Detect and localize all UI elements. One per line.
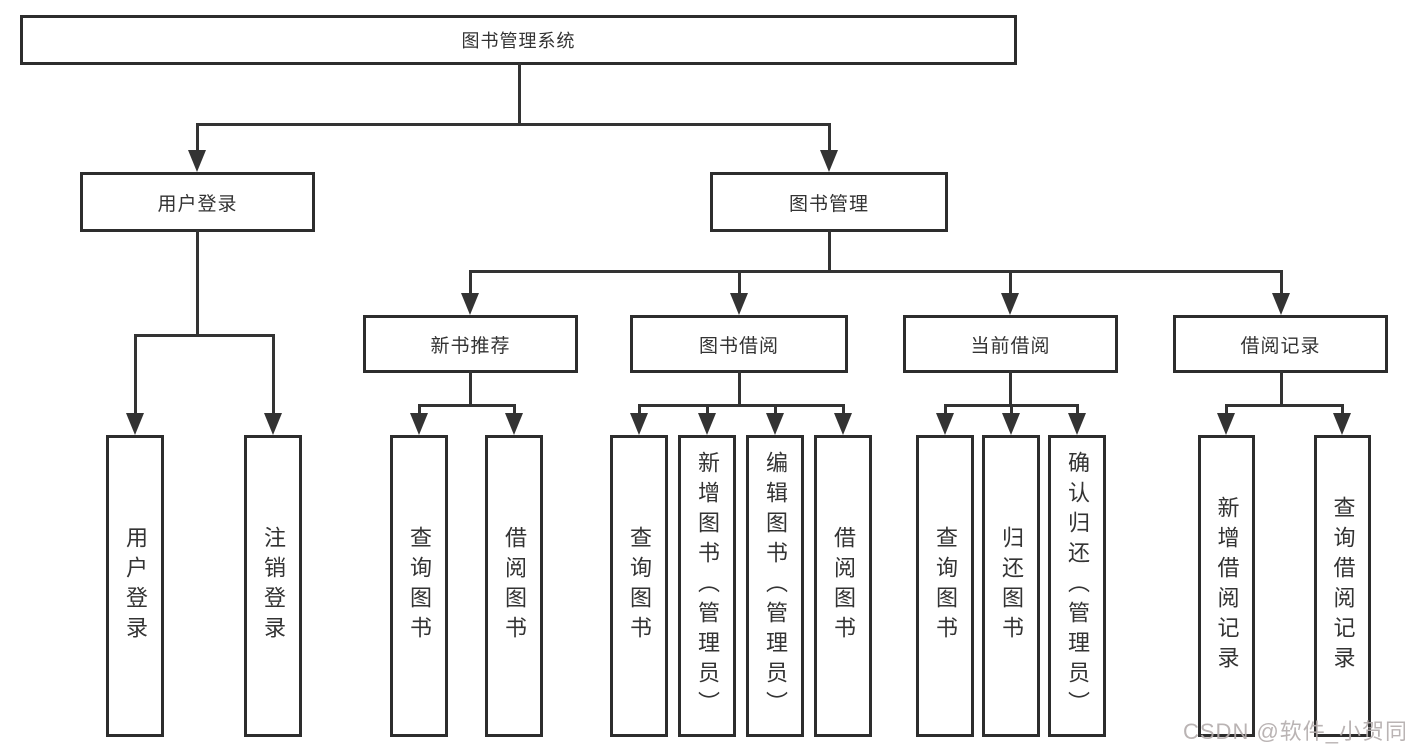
arrowhead-down-icon xyxy=(188,150,206,172)
connector-line xyxy=(841,404,845,416)
connector-line xyxy=(1009,404,1013,416)
leaf-logout: 注销登录 xyxy=(244,435,302,737)
leaf-borrow-books: 借阅图书 xyxy=(814,435,872,737)
connector-line xyxy=(195,123,831,126)
connector-line xyxy=(773,404,777,416)
connector-line xyxy=(1279,371,1283,407)
arrowhead-down-icon xyxy=(505,413,523,435)
arrowhead-down-icon xyxy=(1272,293,1290,315)
arrowhead-down-icon xyxy=(766,413,784,435)
leaf-return-books: 归还图书 xyxy=(982,435,1040,737)
leaf-borrow-books-recommend: 借阅图书 xyxy=(485,435,543,737)
leaf-query-books-current: 查询图书 xyxy=(916,435,974,737)
arrowhead-down-icon xyxy=(1001,293,1019,315)
leaf-query-books-borrow: 查询图书 xyxy=(610,435,668,737)
connector-line xyxy=(417,404,516,407)
node-borrowing-records: 借阅记录 xyxy=(1173,315,1388,373)
arrowhead-down-icon xyxy=(410,413,428,435)
connector-line xyxy=(271,334,275,416)
arrowhead-down-icon xyxy=(264,413,282,435)
node-root: 图书管理系统 xyxy=(20,15,1017,65)
connector-line xyxy=(517,63,521,126)
connector-line xyxy=(827,123,831,153)
connector-line xyxy=(637,404,641,416)
connector-line xyxy=(1279,270,1283,296)
connector-line xyxy=(1224,404,1344,407)
arrowhead-down-icon xyxy=(730,293,748,315)
connector-line xyxy=(1075,404,1079,416)
leaf-add-books-admin: 新增图书（管理员） xyxy=(678,435,736,737)
arrowhead-down-icon xyxy=(1002,413,1020,435)
arrowhead-down-icon xyxy=(1333,413,1351,435)
connector-line xyxy=(1340,404,1344,416)
connector-line xyxy=(737,371,741,407)
leaf-query-books-recommend: 查询图书 xyxy=(390,435,448,737)
connector-line xyxy=(133,334,275,337)
arrowhead-down-icon xyxy=(630,413,648,435)
arrowhead-down-icon xyxy=(126,413,144,435)
arrowhead-down-icon xyxy=(698,413,716,435)
leaf-query-borrow-record: 查询借阅记录 xyxy=(1314,435,1371,737)
connector-line xyxy=(943,404,947,416)
connector-line xyxy=(1008,371,1012,407)
connector-line xyxy=(1008,270,1012,296)
connector-line xyxy=(468,270,472,296)
connector-line xyxy=(417,404,421,416)
arrowhead-down-icon xyxy=(1217,413,1235,435)
leaf-add-borrow-record: 新增借阅记录 xyxy=(1198,435,1255,737)
connector-line xyxy=(637,404,845,407)
connector-line xyxy=(705,404,709,416)
node-current-borrowing: 当前借阅 xyxy=(903,315,1118,373)
connector-line xyxy=(195,123,199,153)
node-book-management: 图书管理 xyxy=(710,172,948,232)
connector-line xyxy=(512,404,516,416)
connector-line xyxy=(468,371,472,407)
arrowhead-down-icon xyxy=(834,413,852,435)
node-book-borrowing: 图书借阅 xyxy=(630,315,848,373)
arrowhead-down-icon xyxy=(936,413,954,435)
connector-line xyxy=(133,334,137,416)
leaf-confirm-return-admin: 确认归还（管理员） xyxy=(1048,435,1106,737)
leaf-user-login: 用户登录 xyxy=(106,435,164,737)
connector-line xyxy=(468,270,1283,273)
connector-line xyxy=(1224,404,1228,416)
leaf-edit-books-admin: 编辑图书（管理员） xyxy=(746,435,804,737)
connector-line xyxy=(195,230,199,337)
arrowhead-down-icon xyxy=(1068,413,1086,435)
connector-line xyxy=(737,270,741,296)
arrowhead-down-icon xyxy=(461,293,479,315)
watermark: CSDN @软件_小贺同学 xyxy=(1183,719,1405,744)
arrowhead-down-icon xyxy=(820,150,838,172)
connector-line xyxy=(827,230,831,273)
